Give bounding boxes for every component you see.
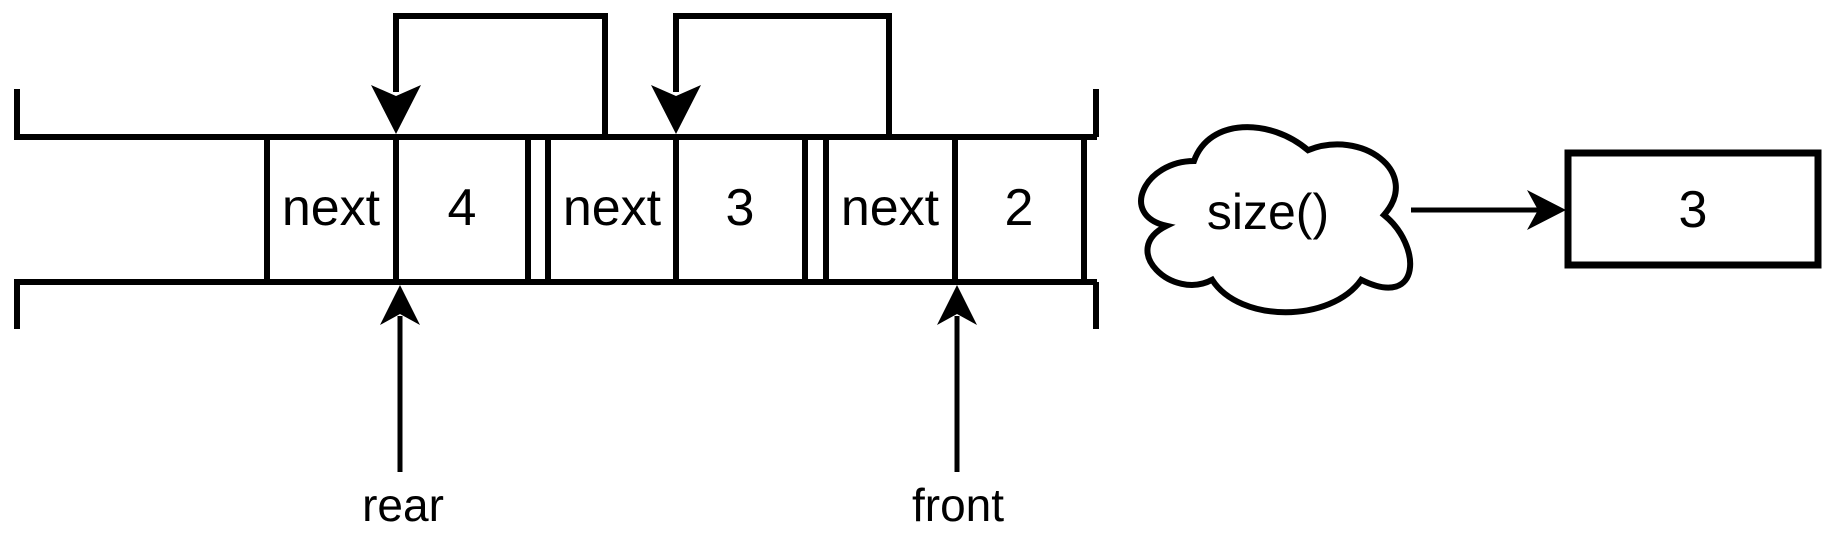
size-call: size()	[1138, 124, 1414, 316]
next-link-arrow-2	[651, 13, 892, 137]
front-label: front	[912, 479, 1004, 531]
node-next-label: next	[282, 179, 381, 237]
arrowhead-down-icon	[651, 85, 701, 134]
link-line	[673, 13, 892, 137]
arrowhead-up-icon	[380, 285, 420, 325]
cloud-shape-icon	[1138, 124, 1414, 316]
node-value: 4	[448, 179, 477, 237]
result-box	[1564, 149, 1822, 269]
arrowhead-up-icon	[937, 285, 977, 325]
link-line	[393, 13, 608, 137]
rear-label: rear	[362, 479, 444, 531]
arrowhead-down-icon	[371, 85, 421, 134]
rear-pointer: rear	[362, 285, 444, 531]
node-next-label: next	[563, 179, 662, 237]
result-value: 3	[1679, 181, 1708, 239]
queue-node-1: next 4	[264, 134, 531, 285]
node-value: 2	[1005, 179, 1034, 237]
node-next-label: next	[841, 179, 940, 237]
node-value: 3	[726, 179, 755, 237]
size-result-arrow	[1411, 190, 1566, 230]
size-result-box: 3	[1564, 149, 1822, 269]
front-pointer: front	[912, 285, 1004, 531]
arrowhead-right-icon	[1527, 190, 1566, 230]
queue-node-2: next 3	[545, 134, 808, 285]
next-link-arrow-1	[371, 13, 608, 137]
queue-node-3: next 2	[823, 134, 1087, 285]
size-call-label: size()	[1207, 184, 1329, 240]
